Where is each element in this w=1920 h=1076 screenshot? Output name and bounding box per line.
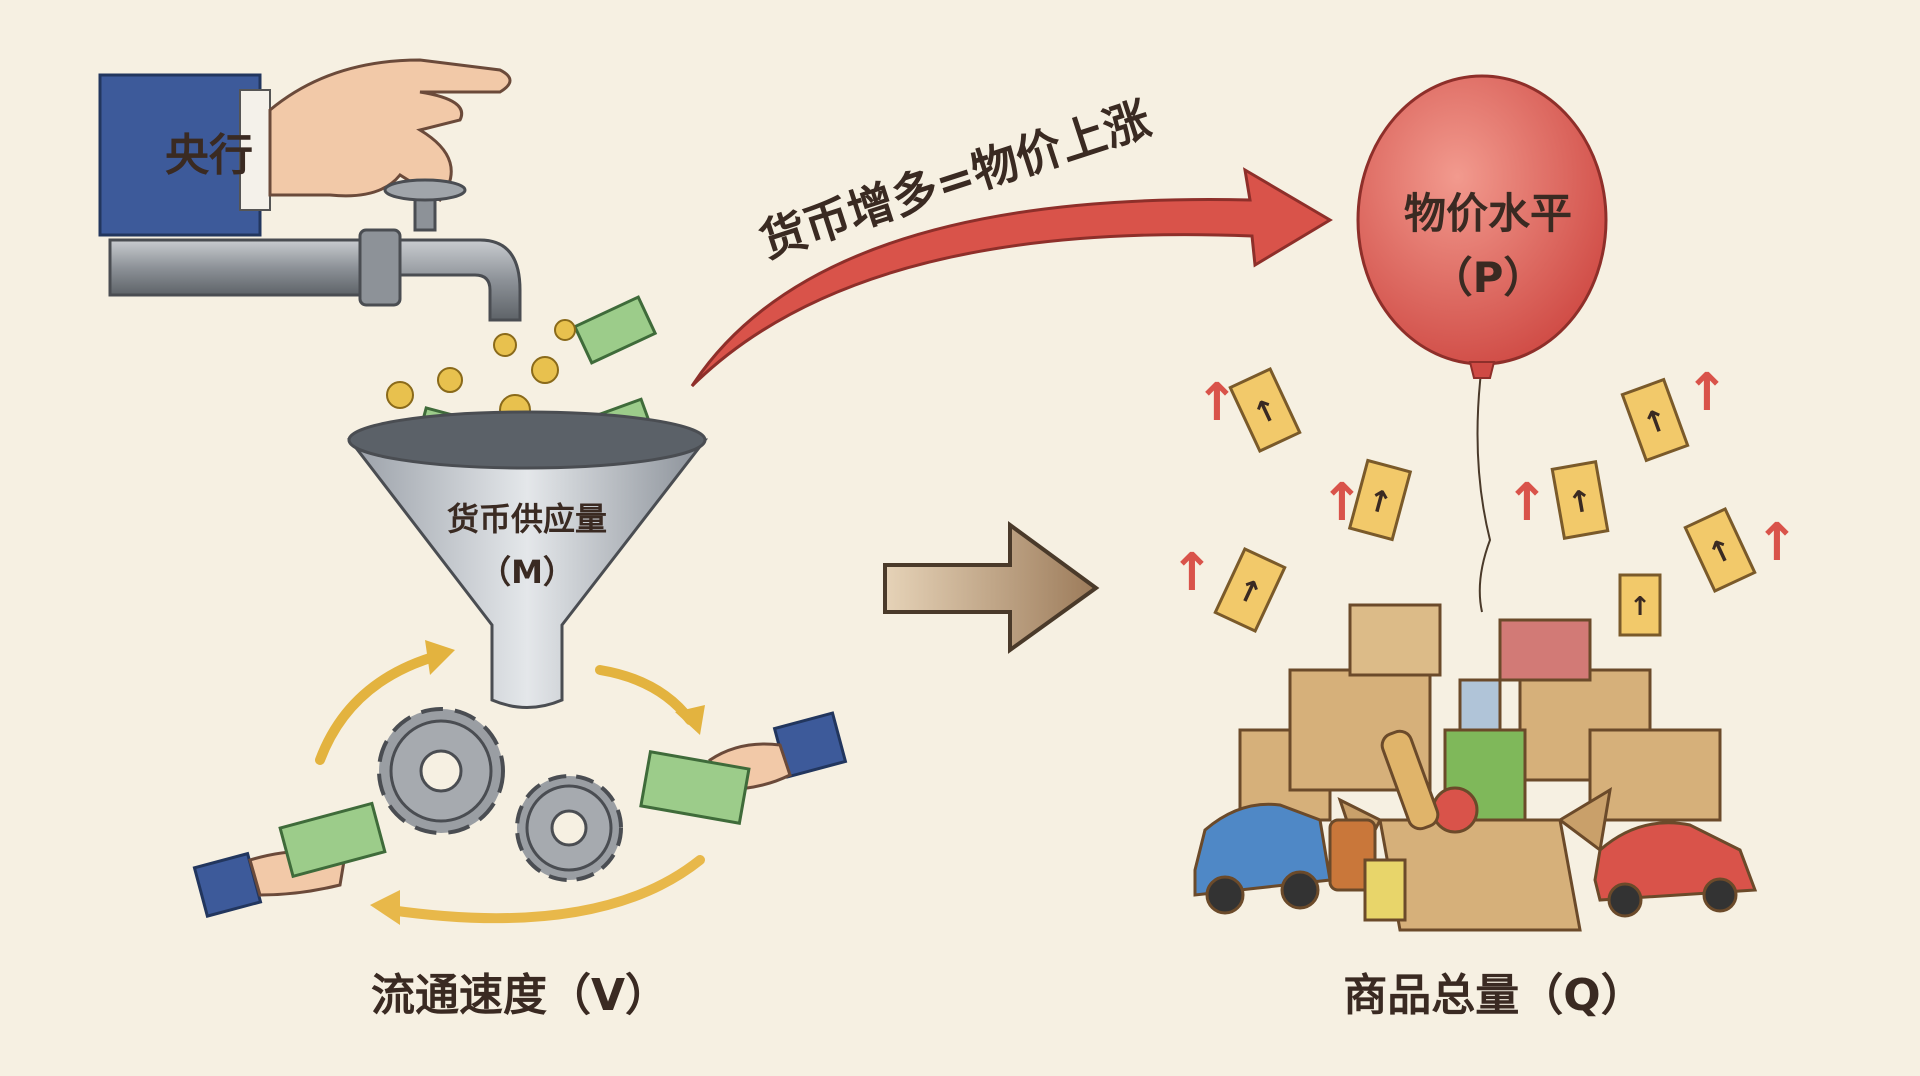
goods-label: 商品总量（Q） — [1343, 970, 1644, 1021]
faucet-icon — [108, 178, 522, 322]
arrow-head-icon — [370, 890, 400, 925]
velocity-label: 流通速度（V） — [371, 970, 669, 1021]
money-supply-label: 货币供应量 — [447, 500, 607, 538]
price-level-symbol: （P） — [1431, 253, 1546, 302]
arrow-head-icon — [425, 640, 455, 675]
hand-with-money-right — [639, 711, 848, 825]
svg-text:↑: ↑ — [1755, 513, 1799, 573]
central-bank-hand: 央行 — [98, 58, 512, 237]
big-right-arrow-icon — [883, 521, 1100, 654]
svg-text:↑: ↑ — [1320, 473, 1364, 533]
svg-text:↑: ↑ — [1170, 543, 1214, 603]
funnel-money-supply: 货币供应量 （M） — [346, 410, 709, 709]
money-to-price-arrow: 货币增多=物价上涨 — [690, 91, 1333, 388]
price-level-label: 物价水平 — [1404, 189, 1572, 238]
hand-with-money-left — [192, 801, 387, 918]
money-supply-symbol: （M） — [479, 553, 575, 591]
gear-icon — [515, 774, 623, 882]
up-arrow-icons: ↑ ↑ ↑ ↑ ↑ ↑ — [1170, 363, 1799, 603]
svg-text:↑: ↑ — [1629, 592, 1651, 622]
svg-text:↑: ↑ — [1195, 373, 1239, 433]
price-tags: ↑ ↑ ↑ ↑ ↑ ↑ ↑ — [1213, 366, 1757, 637]
price-level-balloon: 物价水平 （P） — [1356, 74, 1608, 613]
goods-pile — [1193, 603, 1758, 932]
gear-icon — [377, 707, 505, 835]
svg-text:↑: ↑ — [1505, 473, 1549, 533]
svg-text:↑: ↑ — [1565, 483, 1596, 522]
central-bank-label: 央行 — [165, 130, 253, 181]
svg-text:↑: ↑ — [1685, 363, 1729, 423]
arrow-head-icon — [675, 705, 705, 735]
